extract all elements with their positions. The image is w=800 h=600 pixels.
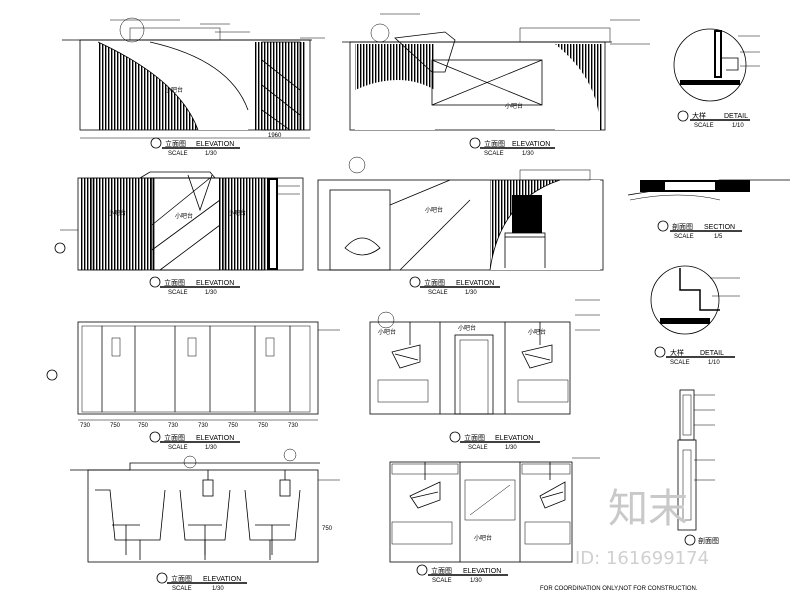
svg-text:剖面图: 剖面图	[698, 536, 719, 545]
svg-text:立面图: 立面图	[164, 278, 185, 287]
svg-text:SCALE: SCALE	[172, 586, 192, 592]
elevation-1: 小吧台 1960 立面图 ELEVATION SCALE 1/30	[62, 17, 325, 157]
disclaimer-text: FOR COORDINATION ONLY,NOT FOR CONSTRUCTI…	[540, 586, 698, 592]
elevation-6-title: ELEVATION	[495, 435, 533, 442]
elevation-6-scale: 1/30	[505, 445, 517, 451]
svg-text:SCALE: SCALE	[670, 360, 690, 366]
elevation-2-title: ELEVATION	[512, 141, 550, 148]
watermark-logo: 知末	[608, 486, 688, 532]
elevation-7: 750 立面图 ELEVATION SCALE 1/30	[70, 448, 340, 592]
elevation-8-title: ELEVATION	[463, 568, 501, 575]
detail-2-scale: 1/10	[708, 360, 720, 366]
detail-2: 大样 DETAIL SCALE 1/10	[650, 265, 740, 366]
svg-text:立面图: 立面图	[164, 433, 185, 442]
detail-1: 大样 DETAIL SCALE 1/10	[673, 28, 760, 129]
svg-text:小吧台: 小吧台	[474, 534, 492, 542]
elevation-8: 小吧台 立面图 ELEVATION SCALE 1/30	[389, 457, 600, 584]
svg-text:大样: 大样	[670, 348, 684, 357]
svg-text:小吧台: 小吧台	[228, 209, 246, 217]
svg-text:立面图: 立面图	[171, 574, 192, 583]
section-1-scale: 1/5	[714, 234, 723, 240]
elevation-3-title: ELEVATION	[196, 280, 234, 287]
elevation-2-scale: 1/30	[522, 151, 534, 157]
svg-text:小吧台: 小吧台	[175, 212, 193, 220]
svg-text:SCALE: SCALE	[168, 445, 188, 451]
svg-text:SCALE: SCALE	[432, 578, 452, 584]
dim-1960: 1960	[268, 133, 282, 139]
svg-text:立面图: 立面图	[424, 278, 445, 287]
elevation-5: 730 750 750 730 730 750 750 730 立面图 ELEV…	[46, 321, 340, 451]
dim-750-d: 750	[258, 423, 269, 429]
svg-text:SCALE: SCALE	[168, 290, 188, 296]
elevation-1-scale: 1/30	[205, 151, 217, 157]
dim-750-c: 750	[228, 423, 239, 429]
dim-750-b: 750	[138, 423, 149, 429]
elevation-3-scale: 1/30	[205, 290, 217, 296]
svg-text:大样: 大样	[692, 111, 706, 120]
watermark-id: ID: 161699174	[575, 548, 709, 569]
svg-text:小吧台: 小吧台	[378, 328, 396, 336]
svg-text:SCALE: SCALE	[484, 151, 504, 157]
elevation-4-title: ELEVATION	[456, 280, 494, 287]
detail-3: 剖面图	[677, 389, 719, 546]
elevation-1-title: ELEVATION	[196, 141, 234, 148]
elevation-7-title: ELEVATION	[203, 576, 241, 583]
svg-text:小吧台: 小吧台	[108, 209, 126, 217]
svg-text:SCALE: SCALE	[468, 445, 488, 451]
section-1-title: SECTION	[704, 224, 735, 231]
svg-text:SCALE: SCALE	[428, 290, 448, 296]
dim-730-c: 730	[198, 423, 209, 429]
elevation-8-scale: 1/30	[470, 578, 482, 584]
svg-text:立面图: 立面图	[464, 433, 485, 442]
elevation-4: 小吧台 立面图 ELEVATION SCALE 1/30	[317, 156, 604, 296]
elevation-5-scale: 1/30	[205, 445, 217, 451]
svg-text:SCALE: SCALE	[168, 151, 188, 157]
dim-750-e: 750	[322, 526, 333, 532]
section-1: 剖面图 SECTION SCALE 1/5	[627, 179, 790, 240]
detail-2-title: DETAIL	[700, 350, 724, 357]
svg-text:剖面图: 剖面图	[672, 222, 693, 231]
svg-text:立面图: 立面图	[484, 139, 505, 148]
svg-text:小吧台: 小吧台	[528, 328, 546, 336]
elevation-5-title: ELEVATION	[196, 435, 234, 442]
svg-text:立面图: 立面图	[165, 139, 186, 148]
svg-text:小吧台: 小吧台	[425, 206, 443, 214]
svg-text:SCALE: SCALE	[694, 123, 714, 129]
elevation-4-scale: 1/30	[465, 290, 477, 296]
dim-730-b: 730	[168, 423, 179, 429]
dim-730-a: 730	[80, 423, 91, 429]
elevation-3: 小吧台 小吧台 小吧台 立面图 ELEVATION SCALE 1/30	[54, 171, 304, 296]
elevation-6: 小吧台 小吧台 小吧台 立面图 ELEVATION SCALE 1/30	[369, 299, 600, 451]
svg-text:小吧台: 小吧台	[165, 86, 183, 94]
dim-730-d: 730	[288, 423, 299, 429]
dim-750-a: 750	[110, 423, 121, 429]
svg-text:小吧台: 小吧台	[458, 324, 476, 332]
detail-1-scale: 1/10	[732, 123, 744, 129]
svg-text:小吧台: 小吧台	[505, 102, 523, 110]
elevation-7-scale: 1/30	[212, 586, 224, 592]
detail-1-title: DETAIL	[724, 113, 748, 120]
elevation-2: 小吧台 立面图 ELEVATION SCALE 1/30	[342, 13, 650, 157]
svg-text:SCALE: SCALE	[674, 234, 694, 240]
svg-text:立面图: 立面图	[431, 566, 452, 575]
